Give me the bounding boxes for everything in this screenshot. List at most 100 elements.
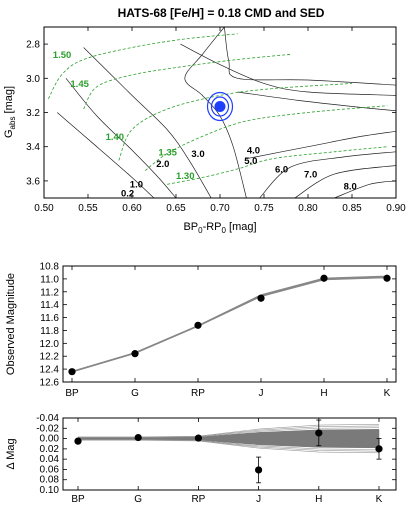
residual-x-tick-label: G — [134, 494, 142, 505]
residual-y-tick-label: 0.04 — [40, 454, 60, 465]
cmd-x-tick-label: 0.90 — [386, 203, 406, 214]
cmd-y-tick-label: 3.4 — [26, 142, 40, 153]
cmd-x-tick-label: 0.80 — [298, 203, 318, 214]
cmd-age-label: 2.0 — [156, 159, 169, 170]
residual-frame — [62, 417, 397, 491]
figure-title: HATS-68 [Fe/H] = 0.18 CMD and SED — [118, 6, 325, 20]
sed-y-tick-label: 12.0 — [40, 339, 60, 350]
sed-observed-point — [194, 321, 202, 329]
cmd-x-tick-label: 0.65 — [166, 203, 186, 214]
cmd-panel: 0.21.0 2.0 3.0 4.05.0 6.0 7.0 8.0 1.50 1.45 1.40 1… — [3, 26, 406, 235]
cmd-age-label: 4.0 — [247, 146, 260, 157]
cmd-isochrone-branch — [180, 43, 396, 96]
cmd-mass-track — [144, 105, 388, 171]
residual-y-tick-label: 0.10 — [40, 485, 60, 496]
residual-x-tick-label: RP — [191, 494, 205, 505]
sed-y-tick-label: 10.8 — [40, 262, 60, 273]
cmd-age-label: 0.2 — [121, 188, 134, 199]
cmd-isochrone-branch — [224, 27, 396, 86]
cmd-isochrone-line — [259, 151, 396, 198]
cmd-y-tick-label: 3.6 — [26, 176, 40, 187]
cmd-plot-area: 0.21.0 2.0 3.0 4.05.0 6.0 7.0 8.0 1.50 1.45 1.40 1… — [48, 27, 396, 199]
residual-x-tick-label: BP — [71, 494, 85, 505]
star-outer-contour — [206, 91, 234, 122]
cmd-isochrone-line — [83, 47, 212, 198]
cmd-isochrone-line — [246, 130, 396, 160]
star-inner-contour — [210, 96, 230, 117]
cmd-age-label: 7.0 — [304, 169, 317, 180]
residual-model-line — [78, 439, 380, 454]
cmd-mass-label: 1.35 — [158, 147, 177, 158]
sed-plot-area — [68, 274, 391, 376]
cmd-mass-track — [48, 33, 238, 99]
residual-point — [74, 437, 82, 445]
residual-y-tick-label: 0.00 — [40, 434, 60, 445]
cmd-age-label: 3.0 — [191, 149, 204, 160]
cmd-x-tick-label: 0.70 — [210, 203, 230, 214]
sed-observed-point — [68, 368, 76, 376]
sed-y-tick-label: 11.6 — [40, 313, 59, 324]
cmd-age-label: 5.0 — [244, 156, 257, 167]
sed-ylabel: Observed Magnitude — [5, 273, 17, 375]
cmd-mass-label: 1.40 — [106, 132, 125, 143]
residual-y-tick-label: 0.06 — [40, 464, 60, 475]
cmd-x-tick-label: 0.85 — [342, 203, 362, 214]
sed-observed-point — [131, 350, 139, 358]
residual-plot-area — [74, 419, 383, 484]
cmd-isochrone-line — [65, 78, 177, 198]
cmd-isochrone-line — [184, 27, 247, 198]
cmd-age-label: 6.0 — [275, 164, 288, 175]
residual-x-tick-label: H — [315, 494, 322, 505]
sed-y-tick-label: 11.8 — [40, 326, 59, 337]
residual-y-tick-label: 0.02 — [40, 444, 60, 455]
cmd-isochrone-line — [294, 165, 396, 198]
residual-point — [375, 445, 383, 453]
cmd-frame — [43, 26, 397, 199]
sed-y-tick-label: 12.6 — [40, 378, 60, 389]
sed-frame — [62, 265, 397, 383]
cmd-mass-track — [167, 146, 388, 185]
cmd-mass-label: 1.45 — [70, 79, 89, 90]
cmd-y-tick-label: 2.8 — [26, 40, 40, 51]
sed-y-tick-label: 11.0 — [40, 274, 59, 285]
sed-x-tick-label: BP — [65, 388, 79, 399]
residual-model-line — [78, 424, 380, 438]
residual-y-tick-label: -0.04 — [36, 413, 59, 424]
residual-ylabel: Δ Mag — [5, 438, 17, 469]
sed-observed-point — [320, 274, 328, 282]
star-marker — [214, 101, 226, 113]
sed-y-tick-label: 11.4 — [40, 300, 59, 311]
cmd-isochrone-line — [334, 180, 396, 198]
residual-x-tick-label: J — [256, 494, 261, 505]
cmd-isochrone-line — [56, 112, 155, 198]
cmd-mass-label: 1.50 — [53, 50, 72, 61]
sed-x-tick-label: RP — [191, 388, 205, 399]
cmd-x-tick-label: 0.50 — [34, 203, 54, 214]
sed-x-tick-label: G — [131, 388, 139, 399]
sed-observed-point — [383, 274, 391, 282]
cmd-mass-label: 1.30 — [176, 171, 195, 182]
residual-y-tick-label: 0.08 — [40, 475, 60, 486]
residual-point — [134, 433, 142, 442]
sed-x-tick-label: K — [384, 388, 391, 399]
cmd-mass-track — [118, 83, 353, 161]
residual-model-band — [77, 429, 380, 449]
cmd-y-tick-label: 3.2 — [26, 108, 40, 119]
sed-observed-point — [257, 294, 265, 302]
cmd-x-tick-label: 0.60 — [122, 203, 142, 214]
residual-y-tick-label: -0.02 — [36, 423, 59, 434]
cmd-age-label: 8.0 — [344, 181, 357, 192]
sed-x-tick-label: H — [320, 388, 327, 399]
sed-x-tick-label: J — [259, 388, 264, 399]
residual-point — [255, 466, 263, 474]
cmd-age-label: 1.0 — [130, 180, 143, 191]
sed-y-tick-label: 12.2 — [40, 352, 60, 363]
cmd-xlabel: BP0-RP0 [mag] — [183, 221, 256, 235]
sed-model-line — [71, 277, 388, 373]
